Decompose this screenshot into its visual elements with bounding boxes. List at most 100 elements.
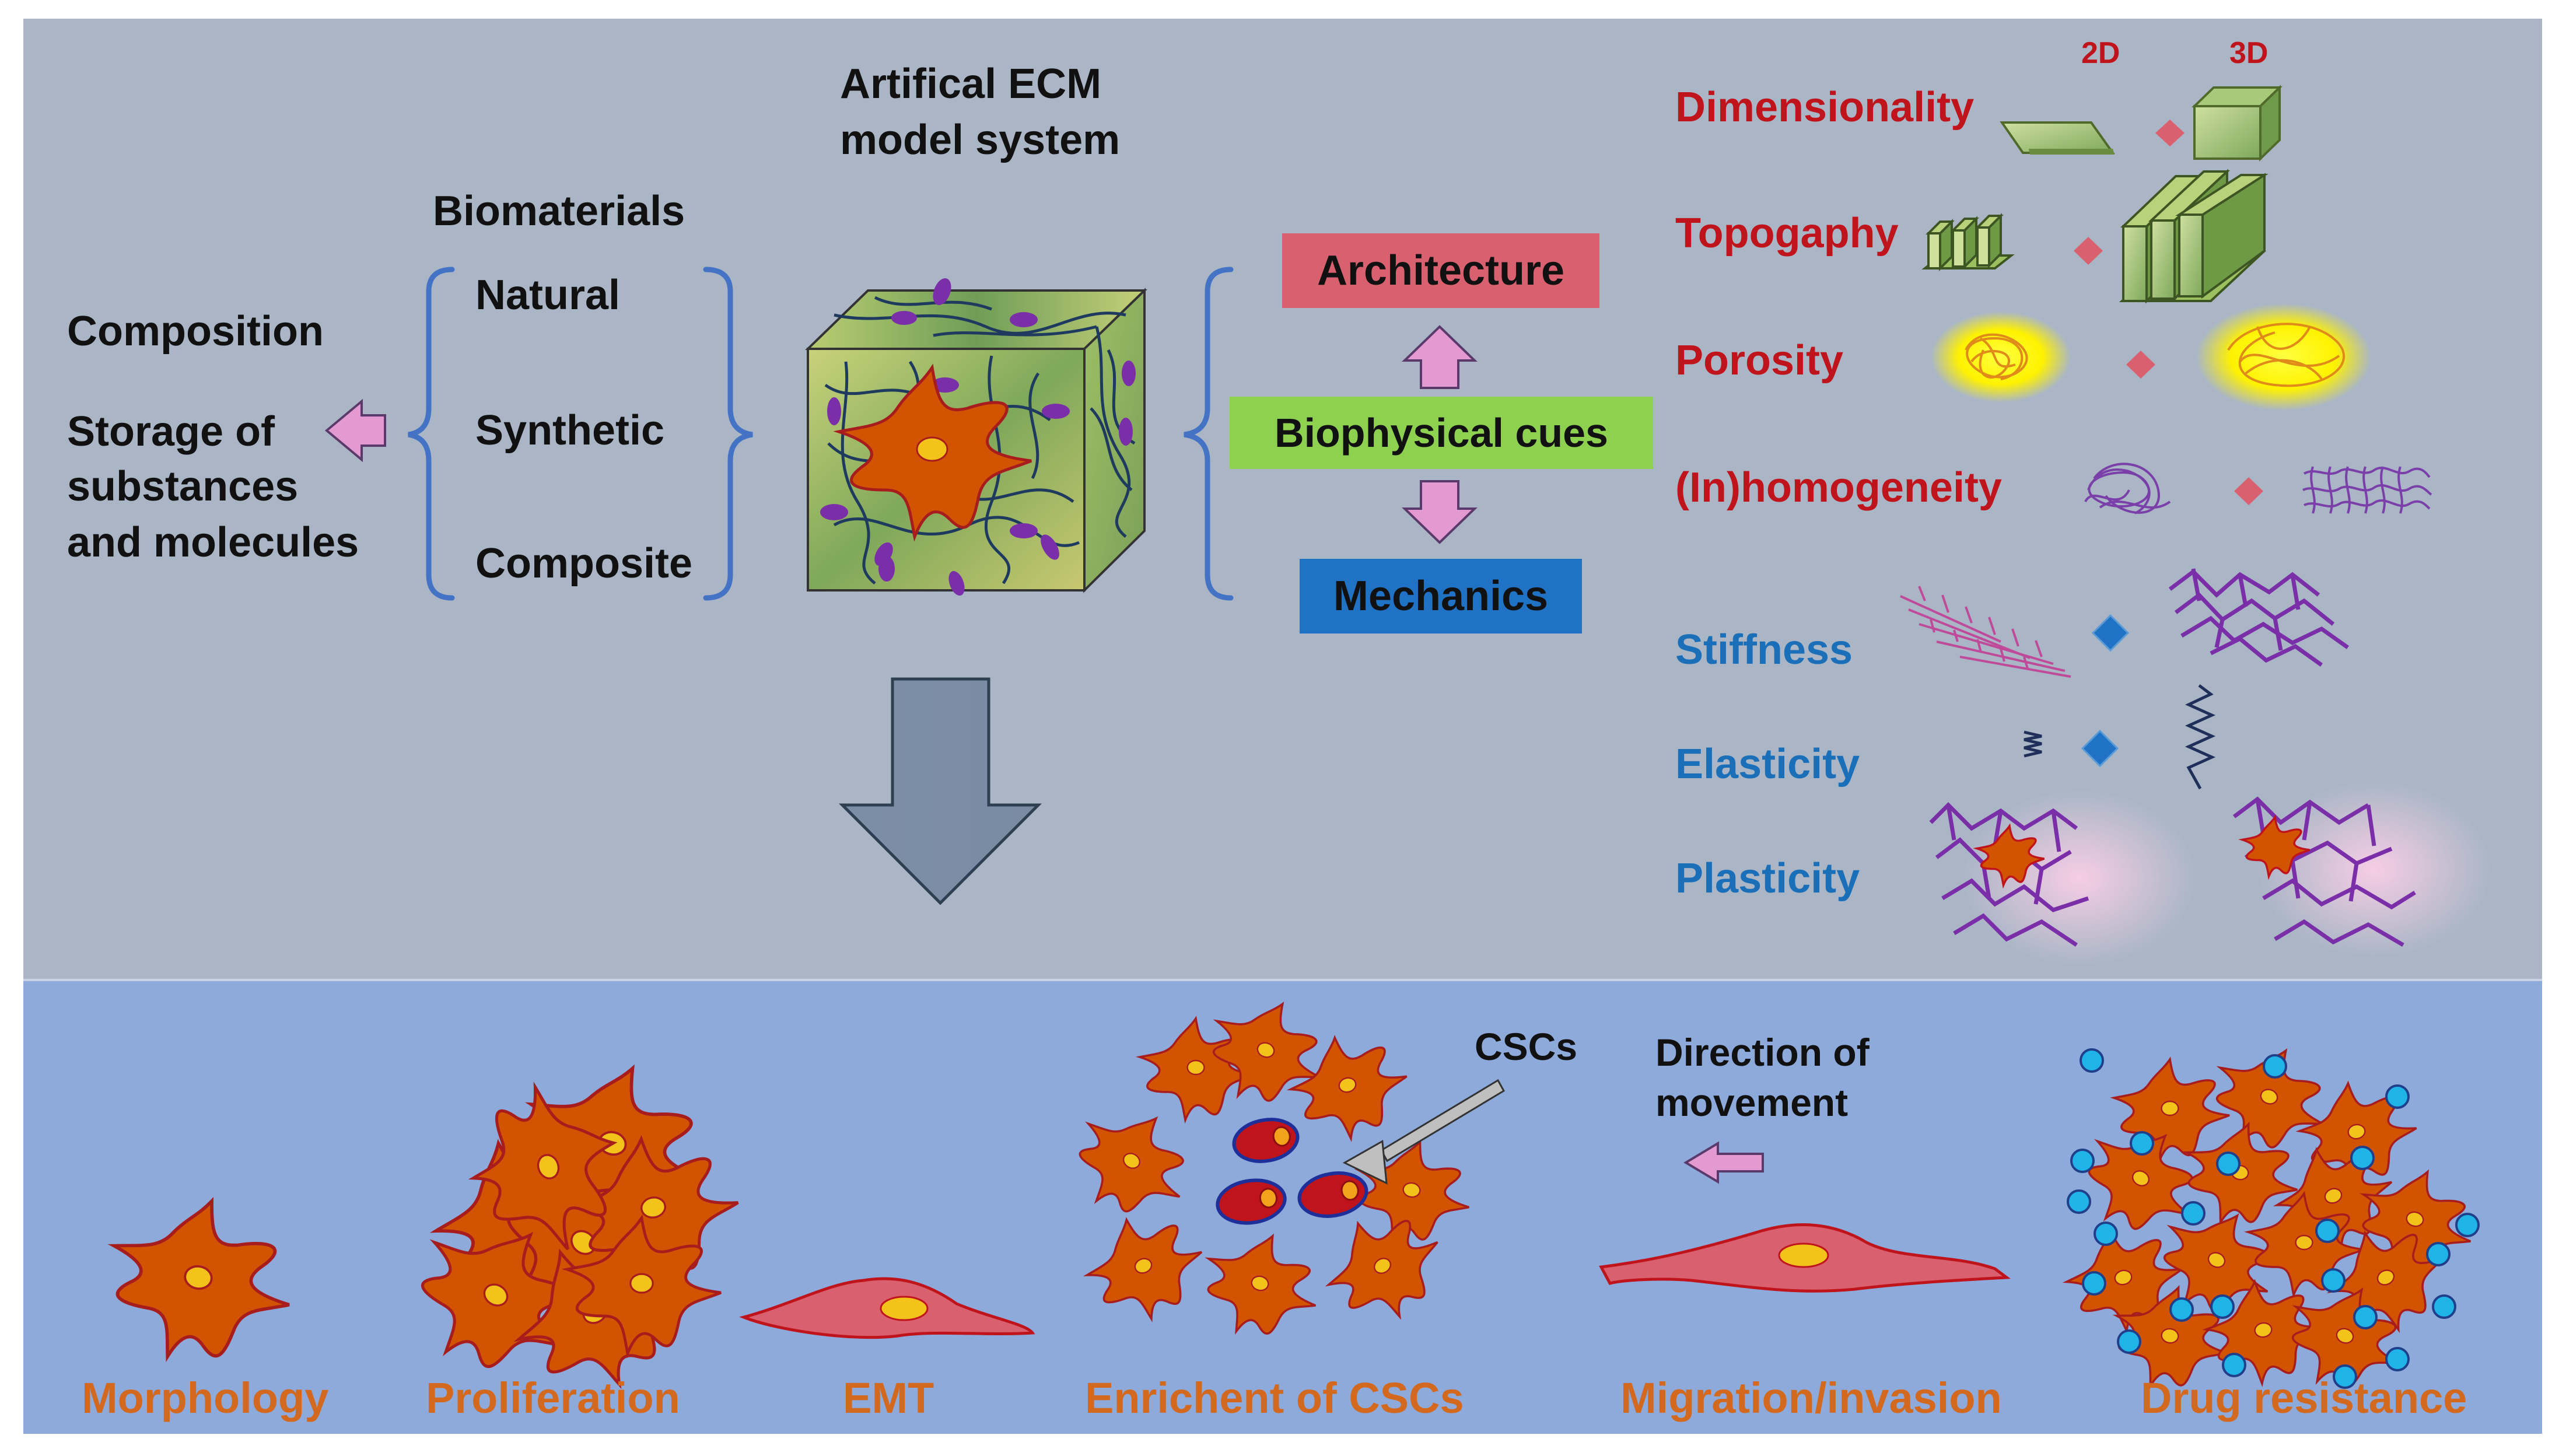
- csc-enrichment-label: Enrichent of CSCs: [1085, 1374, 1464, 1422]
- biophysical-box: [1230, 397, 1653, 469]
- dimensionality-label: Dimensionality: [1675, 84, 1975, 131]
- dimensionality-diamond: [2155, 120, 2185, 146]
- dimensionality-3d-icon: [2192, 85, 2283, 162]
- drug-particle: [2067, 1189, 2091, 1214]
- biophysical-label: Biophysical cues: [1275, 410, 1608, 456]
- morphology-label: Morphology: [82, 1374, 329, 1422]
- drug-particle: [2385, 1347, 2410, 1371]
- stiffness-label: Stiffness: [1675, 626, 1853, 673]
- down-arrow: [1402, 480, 1478, 544]
- plasticity-icon-1: [1929, 790, 2196, 965]
- cscs-label: CSCs: [1475, 1025, 1578, 1068]
- proliferation-label: Proliferation: [426, 1374, 680, 1422]
- topography-large-icon: [2119, 169, 2269, 304]
- biomaterials-heading: Biomaterials: [433, 188, 685, 235]
- porosity-small-icon: [1931, 312, 2071, 402]
- dim-2d-label: 2D: [2081, 36, 2120, 70]
- drug-particle: [2169, 1297, 2194, 1322]
- mechanics-label: Mechanics: [1333, 573, 1549, 620]
- drug-particle: [2263, 1054, 2287, 1079]
- drug-particle: [2455, 1213, 2480, 1237]
- porosity-diamond: [2126, 351, 2155, 379]
- drug-particle: [2082, 1271, 2106, 1296]
- csc-cells: [1216, 1118, 1368, 1225]
- natural-label: Natural: [475, 272, 621, 318]
- cell-icon: [2244, 1191, 2364, 1299]
- architecture-box: [1282, 233, 1599, 308]
- drug-particles: [2067, 1048, 2480, 1389]
- biomaterials-brace: [408, 267, 1234, 601]
- topography-label: Topogaphy: [1675, 210, 1899, 257]
- inhomogeneity-label: (In)homogeneity: [1675, 464, 2002, 511]
- drug-particle: [2315, 1219, 2340, 1243]
- up-arrow: [1402, 325, 1478, 389]
- dim-3d-label: 3D: [2229, 36, 2269, 70]
- composite-label: Composite: [475, 540, 693, 587]
- cell-icon: [1213, 1001, 1320, 1102]
- drug-particle: [2321, 1268, 2346, 1293]
- elasticity-compressed-icon: [2024, 730, 2042, 758]
- drug-particle: [2130, 1131, 2154, 1156]
- cell-icon: [1286, 1034, 1408, 1142]
- drug-particle: [2210, 1294, 2235, 1319]
- direction-line1: Direction of: [1655, 1031, 1870, 1074]
- direction-arrow: [1683, 1141, 1764, 1184]
- emt-cell-icon: [739, 1277, 1035, 1339]
- cell-icon: [1079, 1116, 1184, 1213]
- drug-particle: [2094, 1222, 2118, 1246]
- migration-label: Migration/invasion: [1620, 1374, 2002, 1422]
- ecm-cube: [805, 278, 1147, 596]
- cell-icon: [1083, 1217, 1203, 1322]
- storage-line3: and molecules: [67, 519, 359, 566]
- composition-label: Composition: [67, 308, 324, 355]
- cell-icon: [2062, 1227, 2183, 1335]
- cell-icon: [2216, 1048, 2323, 1149]
- elasticity-extended-icon: [2185, 684, 2216, 790]
- drug-resistance-label: Drug resistance: [2141, 1374, 2467, 1422]
- direction-line2: movement: [1655, 1081, 1849, 1124]
- mechanics-box: [1300, 559, 1582, 634]
- elasticity-label: Elasticity: [1675, 741, 1860, 788]
- drug-particle: [2216, 1152, 2241, 1176]
- drug-particle: [2350, 1146, 2375, 1170]
- drug-particle: [2222, 1353, 2246, 1377]
- cell-illustrations: [107, 1001, 2472, 1390]
- homogeneous-icon: [2302, 466, 2432, 514]
- inhomogeneous-icon: [2084, 463, 2171, 514]
- big-down-arrow: [838, 677, 1042, 905]
- drug-particle: [2333, 1364, 2357, 1389]
- topography-small-icon: [1921, 213, 2015, 271]
- synthetic-label: Synthetic: [475, 407, 665, 454]
- cell-icon: [1205, 1233, 1317, 1335]
- cell-icon: [1325, 1220, 1438, 1320]
- stiffness-diamond: [2091, 614, 2130, 652]
- drug-particle: [2080, 1048, 2104, 1073]
- plasticity-icon-2: [2232, 782, 2491, 957]
- plasticity-label: Plasticity: [1675, 855, 1860, 902]
- stiffness-soft-icon: [1900, 586, 2071, 678]
- porosity-large-icon: [2196, 303, 2371, 411]
- drug-particle: [2117, 1329, 2141, 1354]
- elasticity-diamond: [2081, 729, 2119, 768]
- drug-particle: [2353, 1305, 2378, 1329]
- architecture-label: Architecture: [1317, 247, 1565, 294]
- composition-arrow: [324, 398, 386, 463]
- topography-diamond: [2074, 237, 2103, 265]
- cell-icon: [561, 1214, 722, 1359]
- drug-particle: [2385, 1084, 2410, 1109]
- drug-particle: [2070, 1149, 2095, 1173]
- cell-icon: [468, 1081, 618, 1251]
- porosity-label: Porosity: [1675, 337, 1844, 384]
- migration-cell-icon: [1599, 1223, 2011, 1293]
- csc-pointer-arrow: [1342, 1079, 1506, 1185]
- storage-line2: substances: [67, 463, 299, 510]
- drug-particle: [2181, 1201, 2206, 1226]
- storage-line1: Storage of: [67, 408, 275, 455]
- drug-particle: [2426, 1242, 2451, 1266]
- emt-label: EMT: [843, 1374, 934, 1422]
- drug-particle: [2432, 1294, 2456, 1319]
- ecm-title-line1: Artifical ECM: [840, 61, 1102, 107]
- cell-icon: [2110, 1056, 2230, 1165]
- dimensionality-2d-icon: [2000, 121, 2115, 155]
